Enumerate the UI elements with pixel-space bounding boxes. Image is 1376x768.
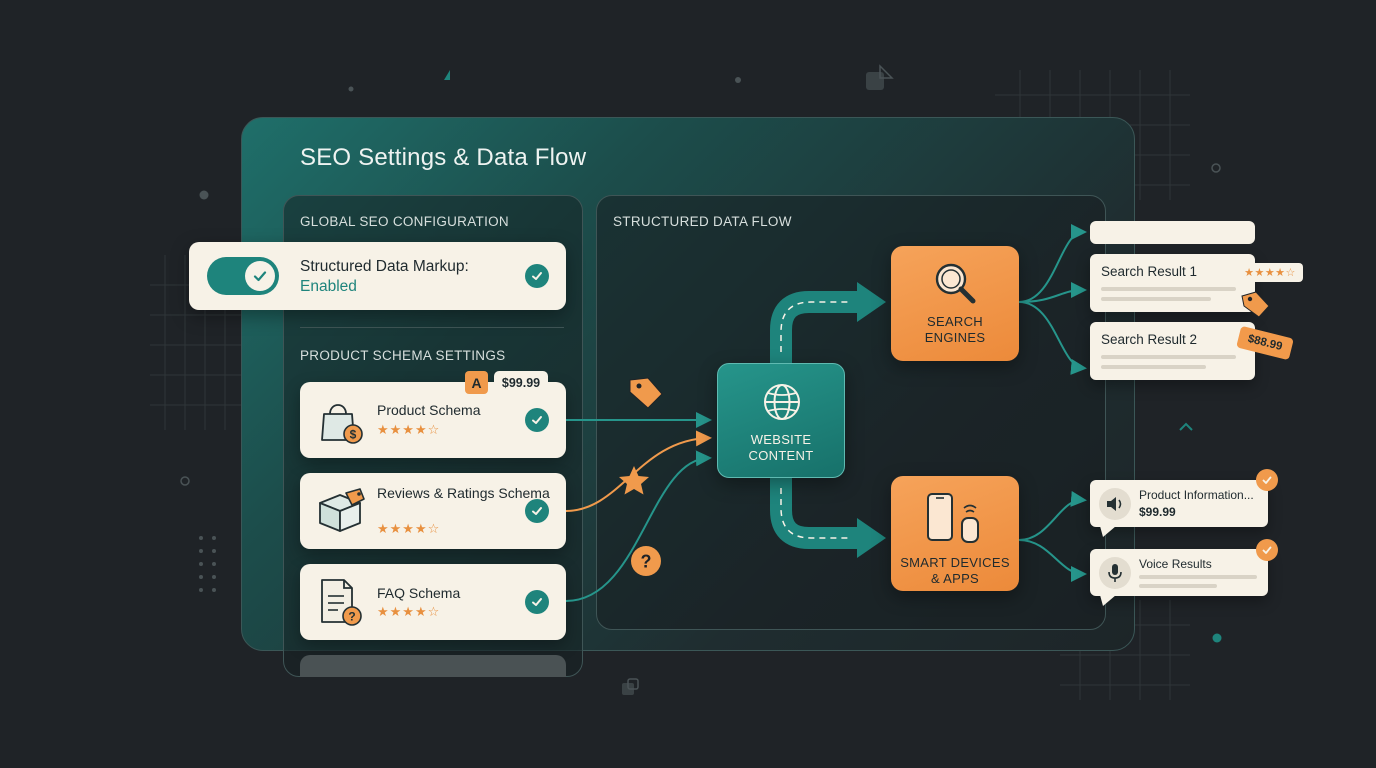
star-rating: ★★★★☆	[377, 521, 441, 536]
search-result-placeholder	[1090, 221, 1255, 244]
text-line-placeholder	[1139, 575, 1257, 579]
toggle-knob	[245, 261, 275, 291]
voice-results-card[interactable]: Voice Results	[1090, 549, 1268, 596]
text-line-placeholder	[1101, 287, 1236, 291]
shopping-bag-icon: $	[321, 404, 363, 444]
svg-text:$: $	[350, 428, 357, 442]
search-engines-label: SEARCH ENGINES	[924, 314, 986, 345]
search-result-1-title: Search Result 1	[1101, 264, 1198, 279]
voice-result-price: $99.99	[1139, 505, 1176, 519]
star-rating: ★★★★☆	[377, 604, 441, 619]
global-seo-section-label: GLOBAL SEO CONFIGURATION	[300, 214, 509, 229]
structured-data-flow-label: STRUCTURED DATA FLOW	[613, 214, 792, 229]
schema-enabled-check-icon	[525, 499, 549, 523]
schema-enabled-check-icon	[525, 408, 549, 432]
faq-schema-card[interactable]: ? FAQ Schema ★★★★☆	[300, 564, 566, 640]
search-engines-node: SEARCH ENGINES	[891, 246, 1019, 361]
text-line-placeholder	[1101, 297, 1211, 301]
voice-result-title: Voice Results	[1139, 557, 1212, 571]
svg-text:?: ?	[348, 610, 355, 624]
product-schema-card[interactable]: $ Product Schema ★★★★☆	[300, 382, 566, 458]
microphone-icon	[1099, 557, 1131, 589]
price-chip: $99.99	[494, 371, 548, 395]
price-tag-icon	[1241, 291, 1270, 318]
schema-title: Product Schema	[377, 402, 481, 418]
schema-enabled-check-icon	[525, 590, 549, 614]
reviews-ratings-schema-card[interactable]: Reviews & Ratings Schema ★★★★☆	[300, 473, 566, 549]
website-content-label: WEBSITE CONTENT	[748, 432, 814, 463]
search-result-2-card[interactable]: Search Result 2	[1090, 322, 1255, 380]
voice-result-title: Product Information...	[1139, 488, 1254, 502]
product-information-voice-card[interactable]: Product Information... $99.99	[1090, 480, 1268, 527]
rating-chip: ★★★★☆	[1237, 263, 1303, 282]
globe-icon	[764, 384, 800, 420]
structured-data-markup-setting: Structured Data Markup: Enabled	[189, 242, 566, 310]
page-title: SEO Settings & Data Flow	[300, 144, 587, 171]
smart-devices-label: SMART DEVICES & APPS	[900, 555, 1010, 586]
smart-devices-node: SMART DEVICES & APPS	[891, 476, 1019, 591]
voice-result-check-icon	[1256, 469, 1278, 491]
voice-result-check-icon	[1256, 539, 1278, 561]
phone-speaker-icon	[927, 493, 979, 543]
star-rating: ★★★★☆	[377, 422, 441, 437]
website-content-node: WEBSITE CONTENT	[717, 363, 845, 478]
enabled-check-icon	[525, 264, 549, 288]
structured-data-flow-panel	[596, 195, 1106, 630]
faq-document-icon: ?	[321, 579, 362, 626]
text-a-badge: A	[465, 371, 488, 394]
text-line-placeholder	[1139, 584, 1217, 588]
speech-bubble-tail	[1100, 526, 1116, 537]
toggle-status: Enabled	[300, 278, 357, 295]
speaker-icon	[1099, 488, 1131, 520]
search-result-1-card[interactable]: Search Result 1	[1090, 254, 1255, 312]
structured-data-toggle[interactable]	[207, 257, 279, 295]
magnifier-icon	[935, 263, 976, 304]
text-line-placeholder	[1101, 355, 1236, 359]
schema-title: FAQ Schema	[377, 585, 461, 601]
next-schema-card-partial	[300, 655, 566, 677]
speech-bubble-tail	[1100, 595, 1116, 606]
toggle-label: Structured Data Markup:	[300, 258, 469, 275]
box-tag-icon	[319, 488, 365, 532]
section-divider	[300, 327, 564, 328]
text-line-placeholder	[1101, 365, 1206, 369]
schema-title: Reviews & Ratings Schema	[377, 485, 550, 501]
search-result-2-title: Search Result 2	[1101, 332, 1198, 347]
checkmark-icon	[253, 271, 267, 282]
product-schema-section-label: PRODUCT SCHEMA SETTINGS	[300, 348, 506, 363]
